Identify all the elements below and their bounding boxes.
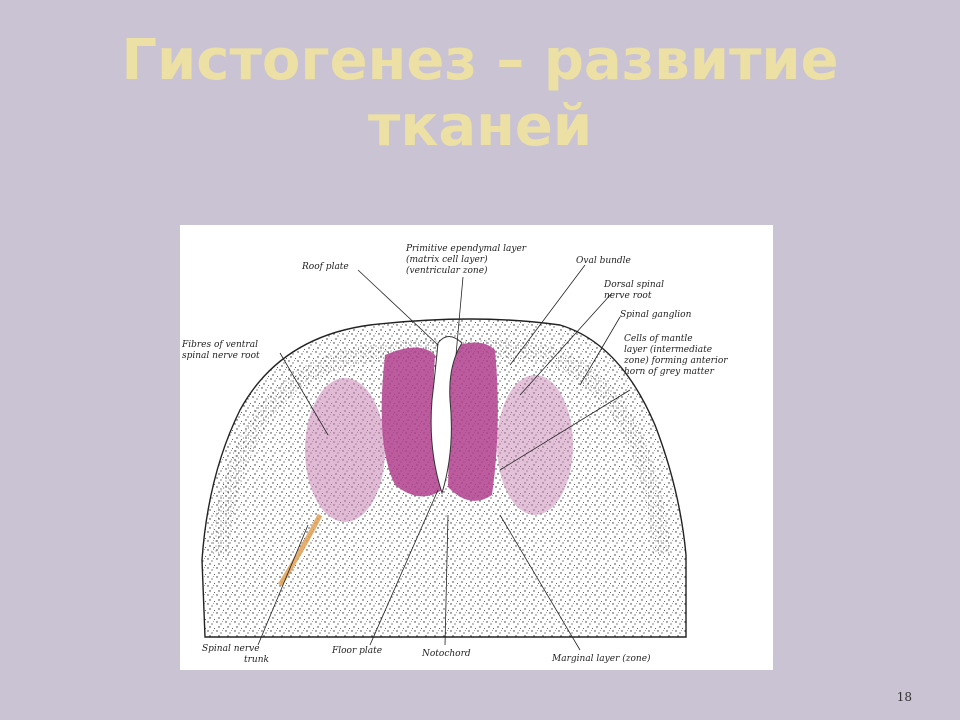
spinal-nerve-trunk [277, 513, 323, 587]
label-mantle-2: layer (intermediate [624, 344, 712, 355]
slide-title-line-1: Гистогенез – развитие [121, 28, 839, 93]
label-oval-bundle: Oval bundle [576, 256, 631, 266]
slide-title: Гистогенез – развитие тканей [0, 28, 960, 160]
label-notochord: Notochord [421, 649, 471, 659]
label-mantle-4: horn of grey matter [624, 367, 715, 377]
label-dorsal-1: Dorsal spinal [603, 280, 664, 290]
label-floor-plate: Floor plate [331, 646, 382, 656]
label-fibres-2: spinal nerve root [182, 351, 260, 361]
central-canal [430, 336, 463, 495]
label-ependymal-1: Primitive ependymal layer [405, 244, 527, 254]
slide-title-line-2: тканей [367, 94, 593, 159]
label-ependymal-3: (ventricular zone) [406, 265, 488, 276]
spinal-cord-illustration: Roof plate Primitive ependymal layer (ma… [180, 225, 773, 670]
label-trunk-2: trunk [244, 655, 269, 665]
label-trunk-1: Spinal nerve [202, 644, 260, 654]
label-mantle-3: zone) forming anterior [623, 355, 728, 366]
label-mantle-1: Cells of mantle [624, 334, 693, 344]
label-marginal-layer: Marginal layer (zone) [551, 653, 651, 664]
ependymal-layer-right [445, 342, 498, 501]
mantle-left [305, 378, 385, 522]
spinal-cord-drawing: Roof plate Primitive ependymal layer (ma… [181, 244, 728, 665]
mantle-right [497, 375, 573, 515]
label-dorsal-2: nerve root [604, 291, 652, 301]
leader-lines [257, 264, 631, 651]
label-fibres-1: Fibres of ventral [181, 340, 258, 350]
label-ependymal-2: (matrix cell layer) [406, 254, 488, 265]
label-roof-plate: Roof plate [301, 262, 349, 272]
label-spinal-ganglion: Spinal ganglion [620, 310, 692, 320]
page-number: 18 [896, 690, 912, 704]
ependymal-layer-left [381, 347, 442, 497]
